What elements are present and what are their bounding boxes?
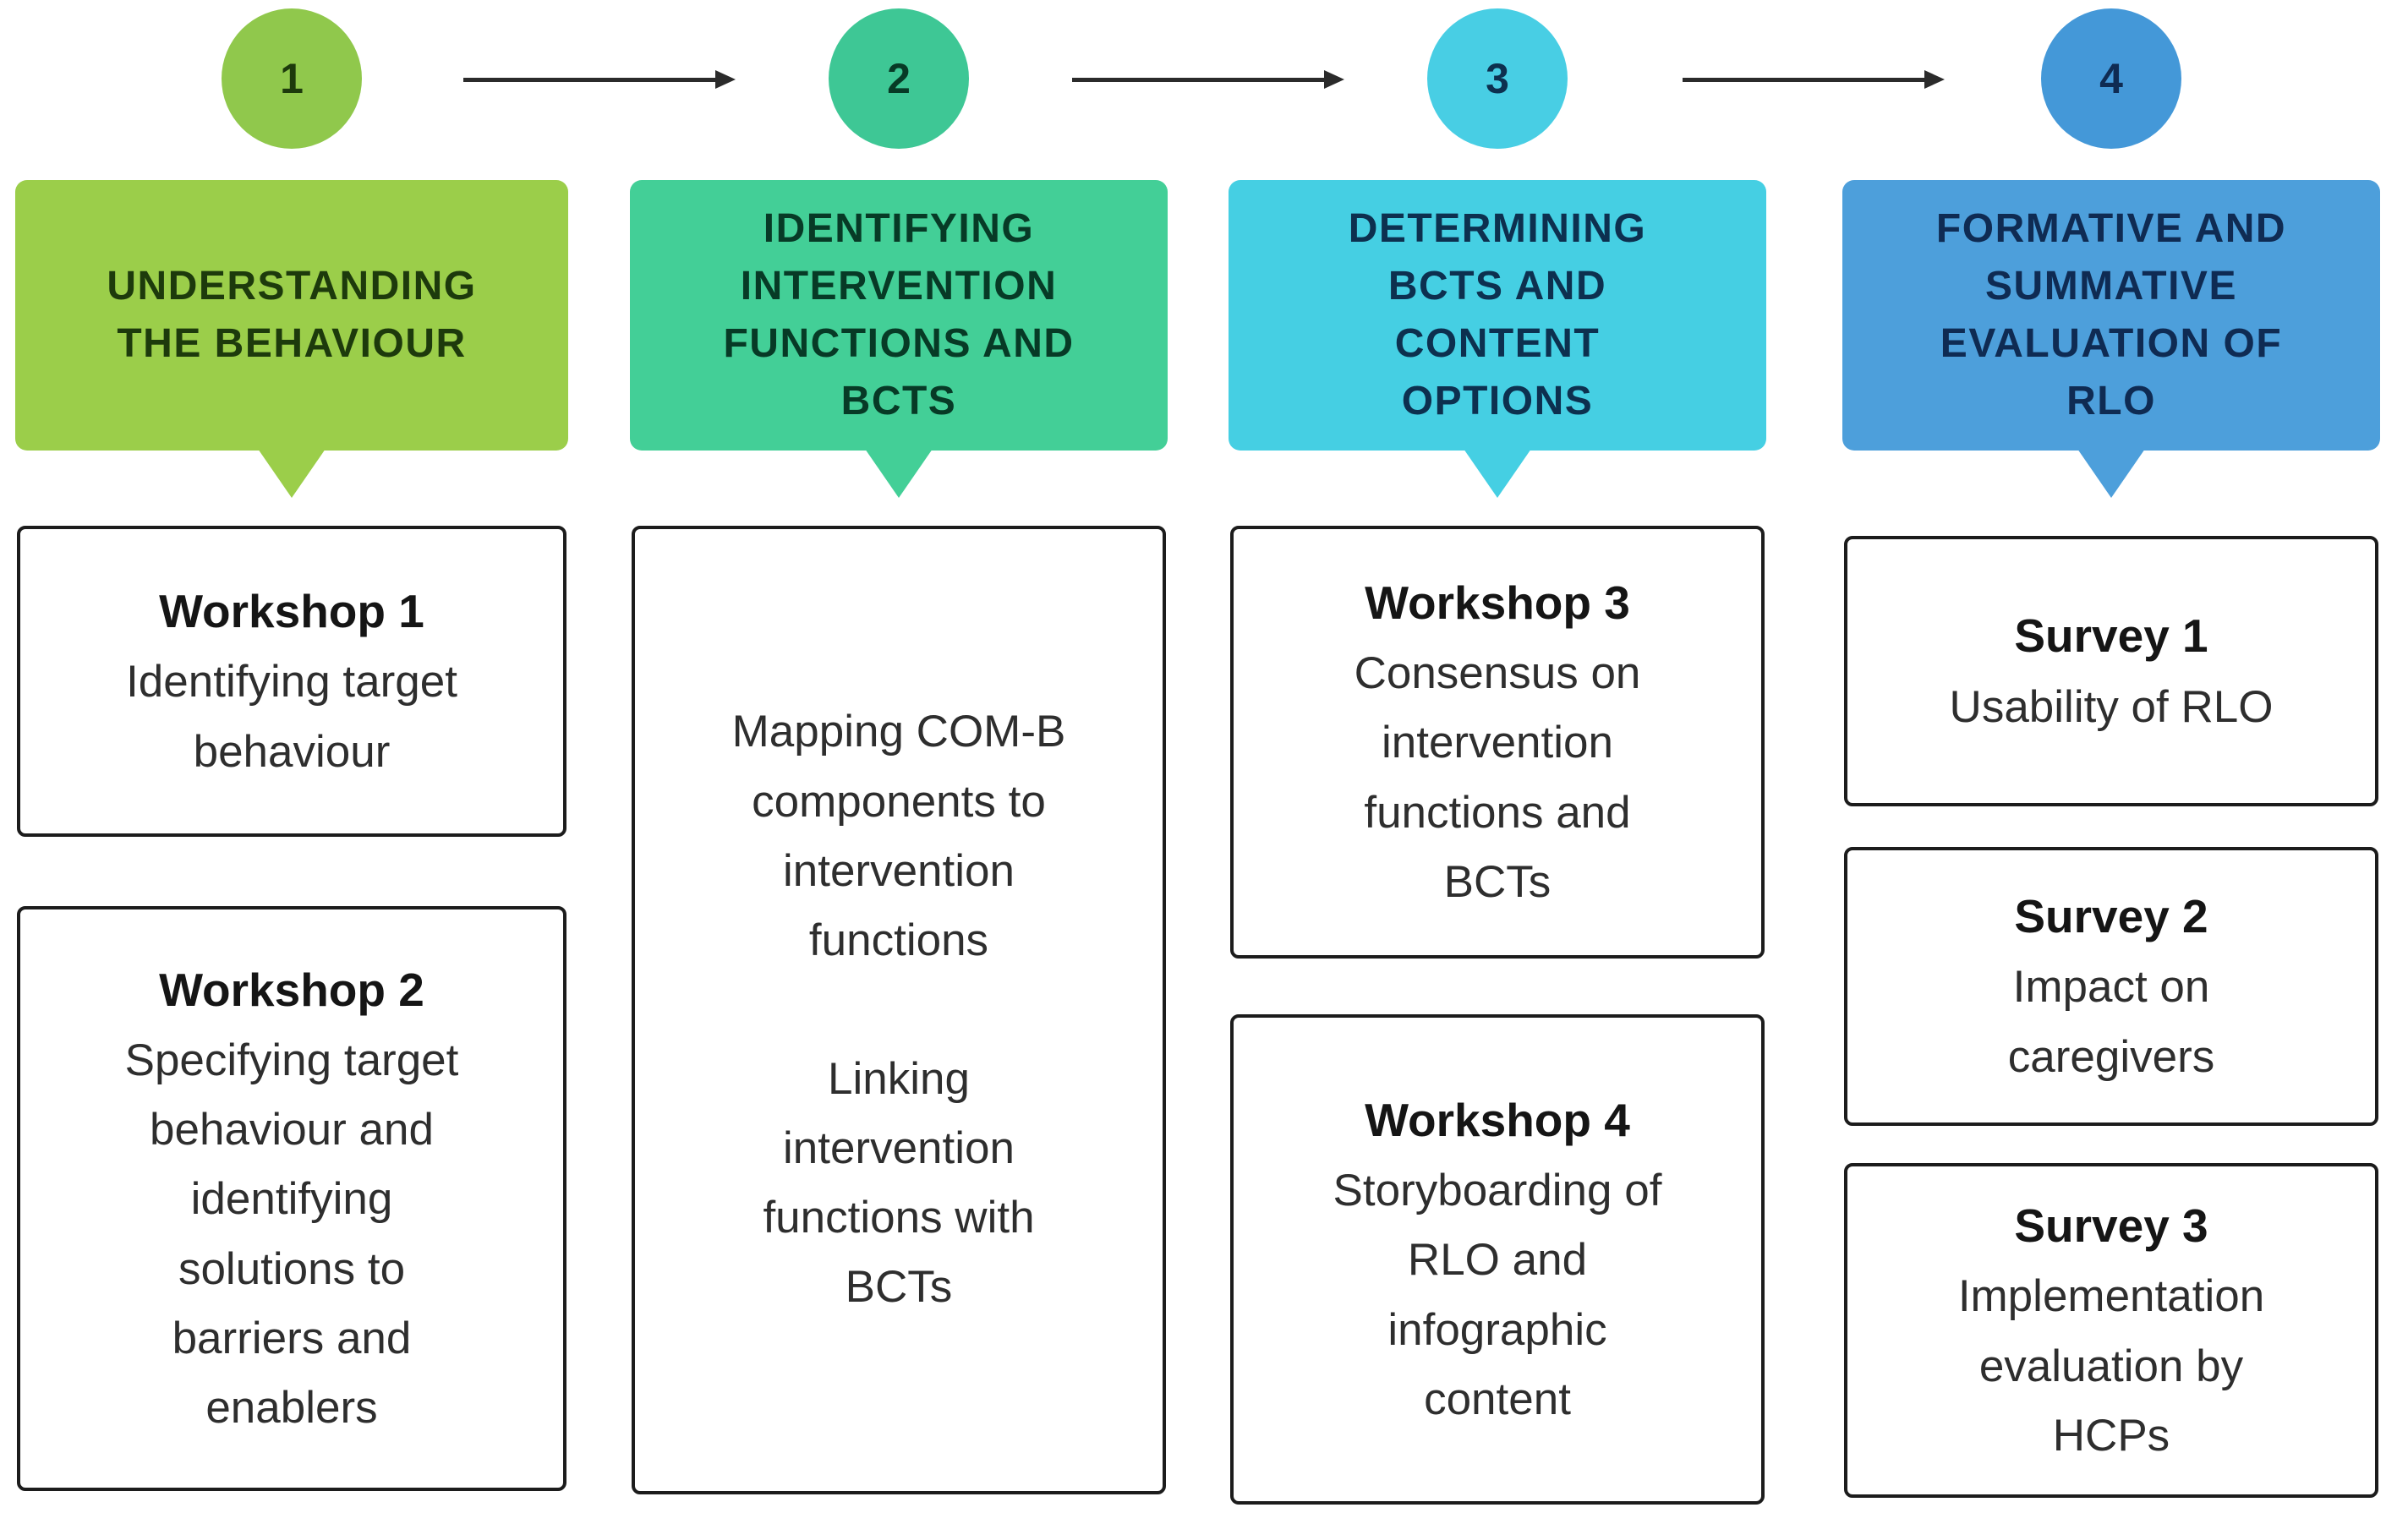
step-number: 4 [2099,55,2123,102]
workshop-2-box: Workshop 2 Specifying target behaviour a… [17,906,566,1491]
step-2-number-badge: 2 [829,8,969,149]
box-title: Workshop 1 [159,585,424,638]
arrow-head [715,70,736,89]
step-4-number-badge: 4 [2041,8,2181,149]
box-body: Storyboarding of RLO and infographic con… [1333,1166,1662,1424]
step-3-header: DETERMINING BCTS AND CONTENT OPTIONS [1229,180,1766,451]
box-title: Workshop 2 [159,963,424,1016]
box-title: Survey 3 [2014,1199,2208,1253]
step-header-label: DETERMINING BCTS AND CONTENT OPTIONS [1348,205,1647,424]
step-header-label: IDENTIFYING INTERVENTION FUNCTIONS AND B… [723,205,1075,424]
box-title: Survey 2 [2014,890,2208,943]
step-1-header: UNDERSTANDING THE BEHAVIOUR [15,180,568,451]
step-header-label: FORMATIVE AND SUMMATIVE EVALUATION OF RL… [1935,205,2287,424]
survey-2-box: Survey 2 Impact on caregivers [1844,847,2378,1126]
workshop-1-box: Workshop 1 Identifying target behaviour [17,526,566,837]
arrow-head [1924,70,1945,89]
box-body: Consensus on intervention functions and … [1354,648,1641,907]
mapping-linking-box: Mapping COM-B components to intervention… [632,526,1166,1494]
arrow-shaft [1683,77,1924,82]
step-column-4: 4 FORMATIVE AND SUMMATIVE EVALUATION OF … [1842,0,2380,1513]
speech-tail-icon [2077,449,2145,498]
speech-tail-icon [1464,449,1531,498]
step-column-2: 2 IDENTIFYING INTERVENTION FUNCTIONS AND… [630,0,1168,1513]
step-number: 1 [280,55,304,102]
step-column-1: 1 UNDERSTANDING THE BEHAVIOUR Workshop 1… [15,0,568,1513]
box-body: Specifying target behaviour and identify… [124,1035,459,1433]
box-title: Workshop 3 [1365,576,1630,630]
workshop-4-box: Workshop 4 Storyboarding of RLO and info… [1230,1014,1765,1505]
step-column-3: 3 DETERMINING BCTS AND CONTENT OPTIONS W… [1229,0,1766,1513]
step-4-header: FORMATIVE AND SUMMATIVE EVALUATION OF RL… [1842,180,2380,451]
arrow-head [1324,70,1344,89]
step-3-number-badge: 3 [1427,8,1568,149]
survey-3-box: Survey 3 Implementation evaluation by HC… [1844,1163,2378,1498]
survey-1-box: Survey 1 Usability of RLO [1844,536,2378,806]
step-1-number-badge: 1 [222,8,362,149]
box-body: Usability of RLO [1949,681,2274,732]
step-header-label: UNDERSTANDING THE BEHAVIOUR [107,263,477,366]
box-title: Survey 1 [2014,609,2208,663]
step-number: 2 [887,55,911,102]
arrow-right-icon [1683,69,1945,90]
speech-tail-icon [258,449,326,498]
arrow-right-icon [463,69,736,90]
step-number: 3 [1486,55,1509,102]
box-body: Implementation evaluation by HCPs [1957,1271,2265,1461]
workshop-3-box: Workshop 3 Consensus on intervention fun… [1230,526,1765,959]
arrow-right-icon [1072,69,1344,90]
arrow-shaft [463,77,715,82]
box-body: Mapping COM-B components to intervention… [731,707,1066,1313]
box-body: Identifying target behaviour [126,657,457,777]
box-title: Workshop 4 [1365,1094,1630,1147]
step-2-header: IDENTIFYING INTERVENTION FUNCTIONS AND B… [630,180,1168,451]
arrow-shaft [1072,77,1324,82]
speech-tail-icon [865,449,933,498]
box-body: Impact on caregivers [2007,962,2215,1082]
